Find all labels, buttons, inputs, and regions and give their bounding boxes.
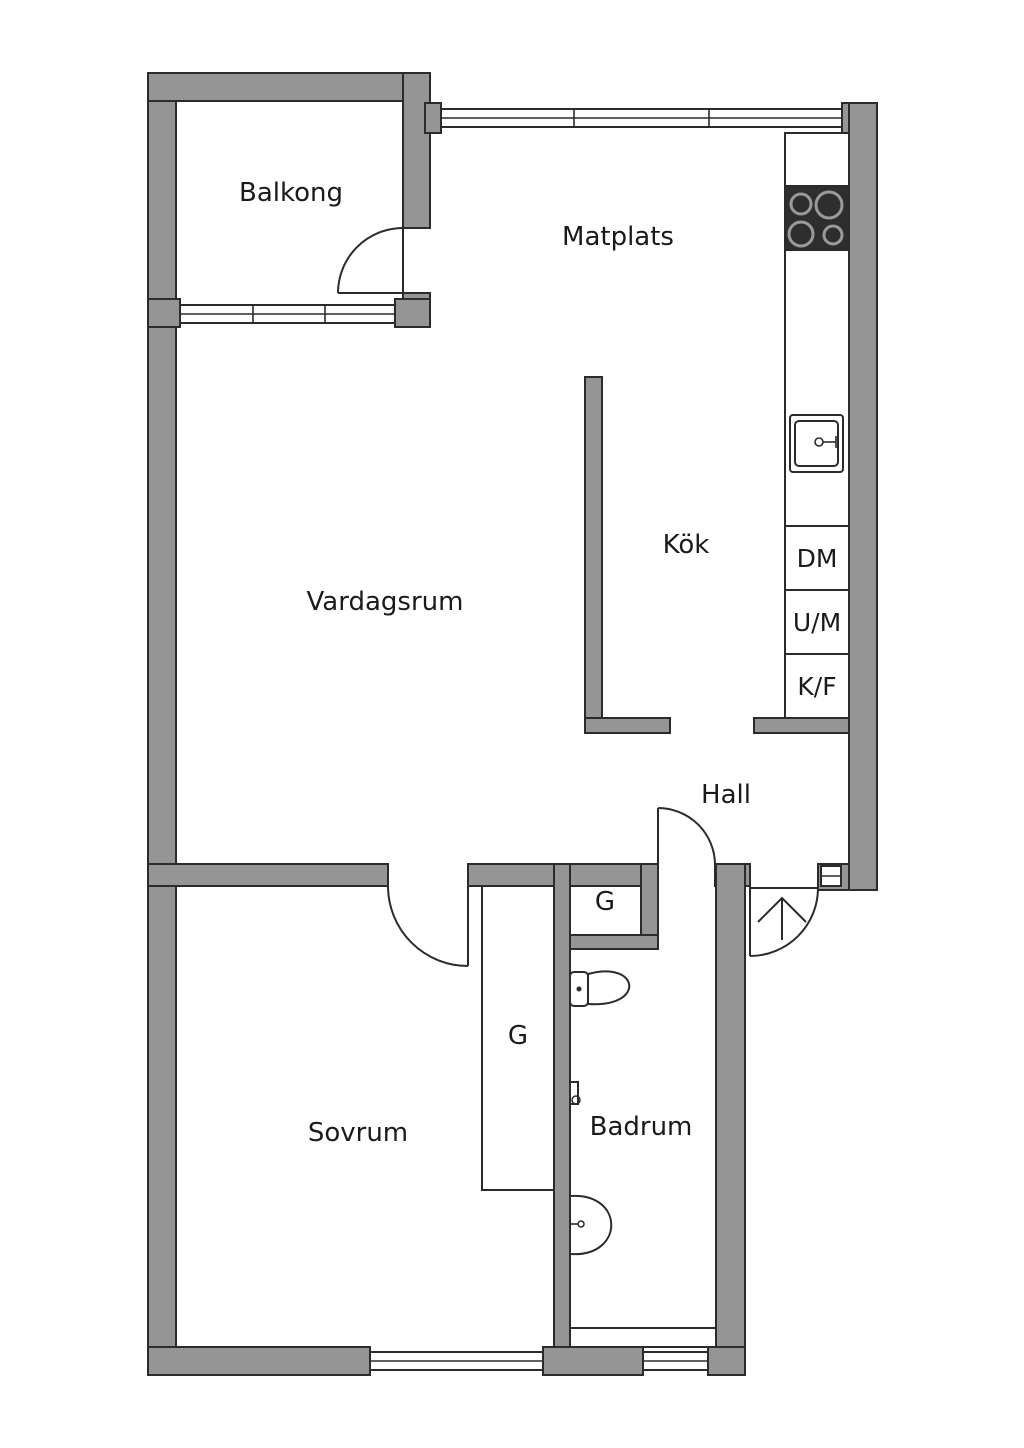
toilet-icon [569, 970, 631, 1007]
wall-balcony-top [147, 72, 431, 102]
faucet-icon [569, 1081, 581, 1105]
closet-small [569, 885, 642, 936]
label-oven-microwave: U/M [793, 608, 841, 637]
window-bathroom [642, 1351, 709, 1371]
washbasin-icon [569, 1194, 613, 1256]
wall-balcony-bottom-right [394, 298, 431, 328]
closet-tall [481, 885, 555, 1191]
window-top [440, 108, 843, 128]
wall-top-main-left [424, 102, 442, 134]
wall-living-bedroom-left [147, 863, 389, 887]
stove-icon [784, 185, 850, 251]
door-bedroom [387, 885, 469, 967]
label-kok: Kök [663, 530, 710, 560]
windows [179, 108, 843, 1371]
door-balcony [337, 227, 404, 294]
door-entrance [749, 886, 819, 957]
label-balkong: Balkong [239, 178, 343, 208]
label-vardagsrum: Vardagsrum [307, 587, 464, 617]
wall-kitchen-hall [753, 717, 850, 734]
window-bedroom [369, 1351, 544, 1371]
wall-right [848, 102, 878, 891]
bath-shelf [569, 1327, 717, 1348]
label-dishwasher: DM [797, 544, 838, 573]
label-sovrum: Sovrum [308, 1118, 408, 1148]
sink-icon [789, 414, 844, 473]
doors [337, 227, 819, 967]
wall-bottom-left [147, 1346, 371, 1376]
label-hall: Hall [701, 780, 751, 810]
label-garderob-small: G [595, 887, 615, 917]
kitchen-counter [784, 132, 850, 719]
door-bathroom [657, 807, 716, 865]
wall-left [147, 72, 177, 1376]
walls [147, 72, 878, 1376]
wall-balcony-bottom-left [147, 298, 181, 328]
window-balcony [179, 304, 396, 324]
wall-bedroom-bath [553, 863, 571, 1376]
label-badrum: Badrum [590, 1112, 693, 1142]
label-fridge-freezer: K/F [797, 672, 836, 701]
window-entrance [820, 865, 842, 887]
wall-balcony-right-upper [402, 72, 431, 229]
entrance-arrow-icon [757, 896, 807, 940]
wall-kitchen-partition-foot [584, 717, 671, 734]
wall-bottom-right [707, 1346, 746, 1376]
wall-bottom-mid [542, 1346, 644, 1376]
wall-bath-right [715, 863, 746, 1376]
wall-kitchen-partition [584, 376, 603, 734]
label-garderob-tall: G [508, 1021, 528, 1051]
label-matplats: Matplats [562, 222, 674, 252]
room-labels: Balkong Matplats Kök Vardagsrum Hall Sov… [239, 178, 841, 1148]
